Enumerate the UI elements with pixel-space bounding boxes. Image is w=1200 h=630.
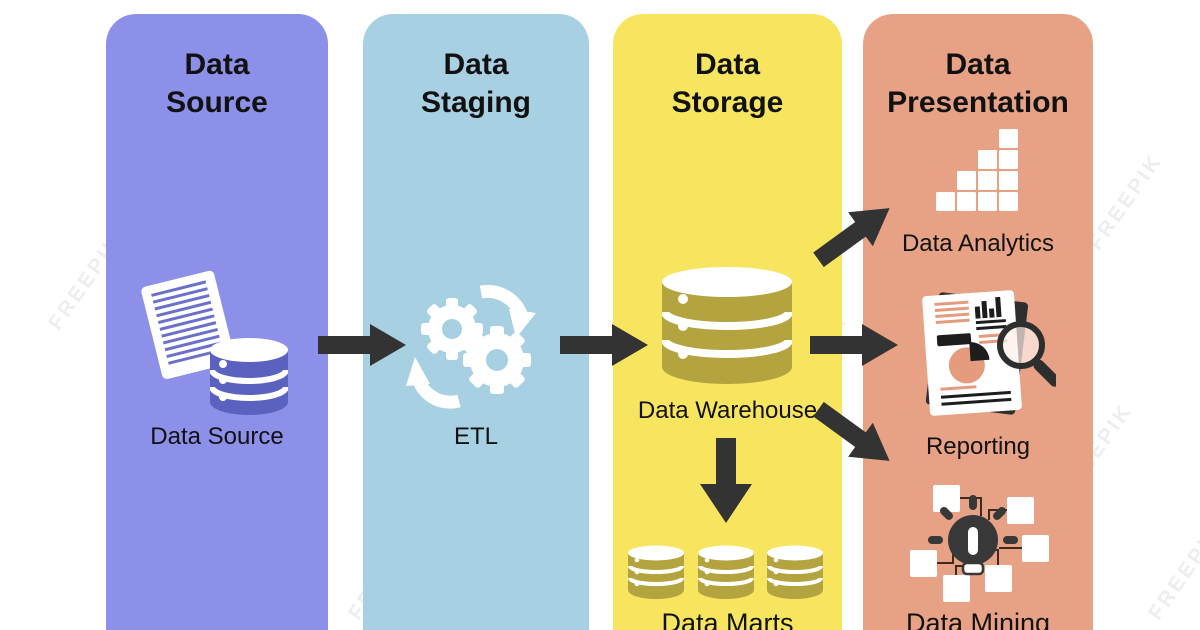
analytics-bars-icon [936,129,1018,211]
data-source-label: Data Source [150,423,284,450]
watermark: FREEPIK [1144,519,1200,625]
arrow-warehouse-to-reporting [810,324,898,366]
data-analytics-label: Data Analytics [901,230,1055,257]
etl-label: ETL [453,423,498,450]
column-title: Data Source [166,48,268,119]
watermark: FREEPIK [1084,149,1168,255]
magnifier-icon [997,321,1045,369]
arrow-source-to-staging [318,324,406,366]
column-title: Data Storage [671,48,784,119]
column-data-staging: Data Staging [363,14,589,630]
arrow-warehouse-to-marts [700,438,752,523]
data-mart-database-icon [698,545,754,599]
data-mart-database-icon [628,545,684,599]
data-mining-label: Data Mining [905,608,1051,630]
arrow-staging-to-storage [560,324,648,366]
reporting-label: Reporting [925,433,1031,460]
reporting-icon [922,290,1056,416]
etl-gears-icon [406,284,536,409]
column-title: Data Presentation [887,48,1069,119]
arrow-warehouse-to-mining [813,401,890,461]
data-mining-icon [910,485,1049,602]
column-title: Data Staging [421,48,531,119]
data-marts-label: Data Marts [661,608,794,630]
warehouse-database-icon [662,267,792,384]
data-warehouse-label: Data Warehouse [637,397,818,424]
arrow-warehouse-to-analytics [813,208,890,268]
lightbulb-icon [928,495,1018,576]
data-mart-database-icon [767,545,823,599]
source-database-icon [210,338,288,415]
